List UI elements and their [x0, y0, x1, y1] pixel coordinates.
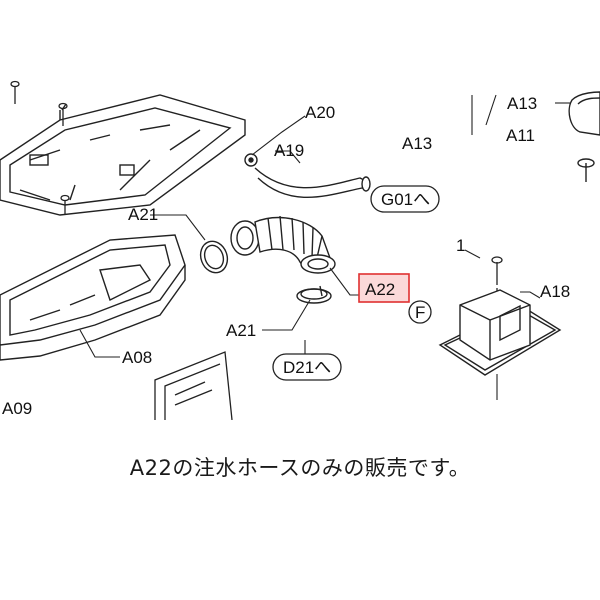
d21-callout	[272, 353, 342, 381]
top-right-part	[568, 91, 600, 182]
a22-inlet-hose-part	[230, 215, 336, 274]
exploded-parts-diagram: A20 A19 A13 A13 A11 A21 A21 A18 A08 A09 …	[0, 80, 600, 420]
label-a13-mid: A13	[402, 134, 432, 153]
leader-lines	[79, 94, 570, 358]
label-d21: D21へ	[283, 358, 331, 377]
a22-highlight-box	[358, 273, 410, 303]
a21-lower-ring-part	[296, 285, 332, 304]
label-a21-top: A21	[128, 205, 158, 224]
label-a08: A08	[122, 348, 152, 367]
upper-frame-part	[0, 94, 246, 216]
screw-part	[10, 80, 70, 215]
a21-upper-ring-part	[199, 240, 229, 274]
caption-text: A22の注水ホースのみの販売です。	[129, 456, 471, 480]
label-a19: A19	[274, 141, 304, 160]
a19-hose-part	[254, 167, 371, 199]
label-a18: A18	[540, 282, 570, 301]
f-marker-circle	[408, 300, 432, 324]
label-screw-1: 1	[456, 236, 465, 255]
a20-clamp-part	[244, 153, 258, 167]
lower-tray-part	[0, 234, 186, 361]
label-g01: G01へ	[381, 190, 430, 209]
label-a11: A11	[506, 126, 535, 145]
label-a22: A22	[365, 280, 395, 299]
label-a09: A09	[2, 399, 32, 418]
g01-callout	[370, 185, 440, 213]
bottom-panel-part	[154, 351, 233, 420]
label-a13-top: A13	[507, 94, 537, 113]
label-a21-bottom: A21	[226, 321, 256, 340]
label-f-marker: F	[415, 303, 425, 322]
a18-unit-part	[438, 289, 562, 400]
label-a20: A20	[305, 103, 335, 122]
screw-1-part	[491, 256, 503, 302]
